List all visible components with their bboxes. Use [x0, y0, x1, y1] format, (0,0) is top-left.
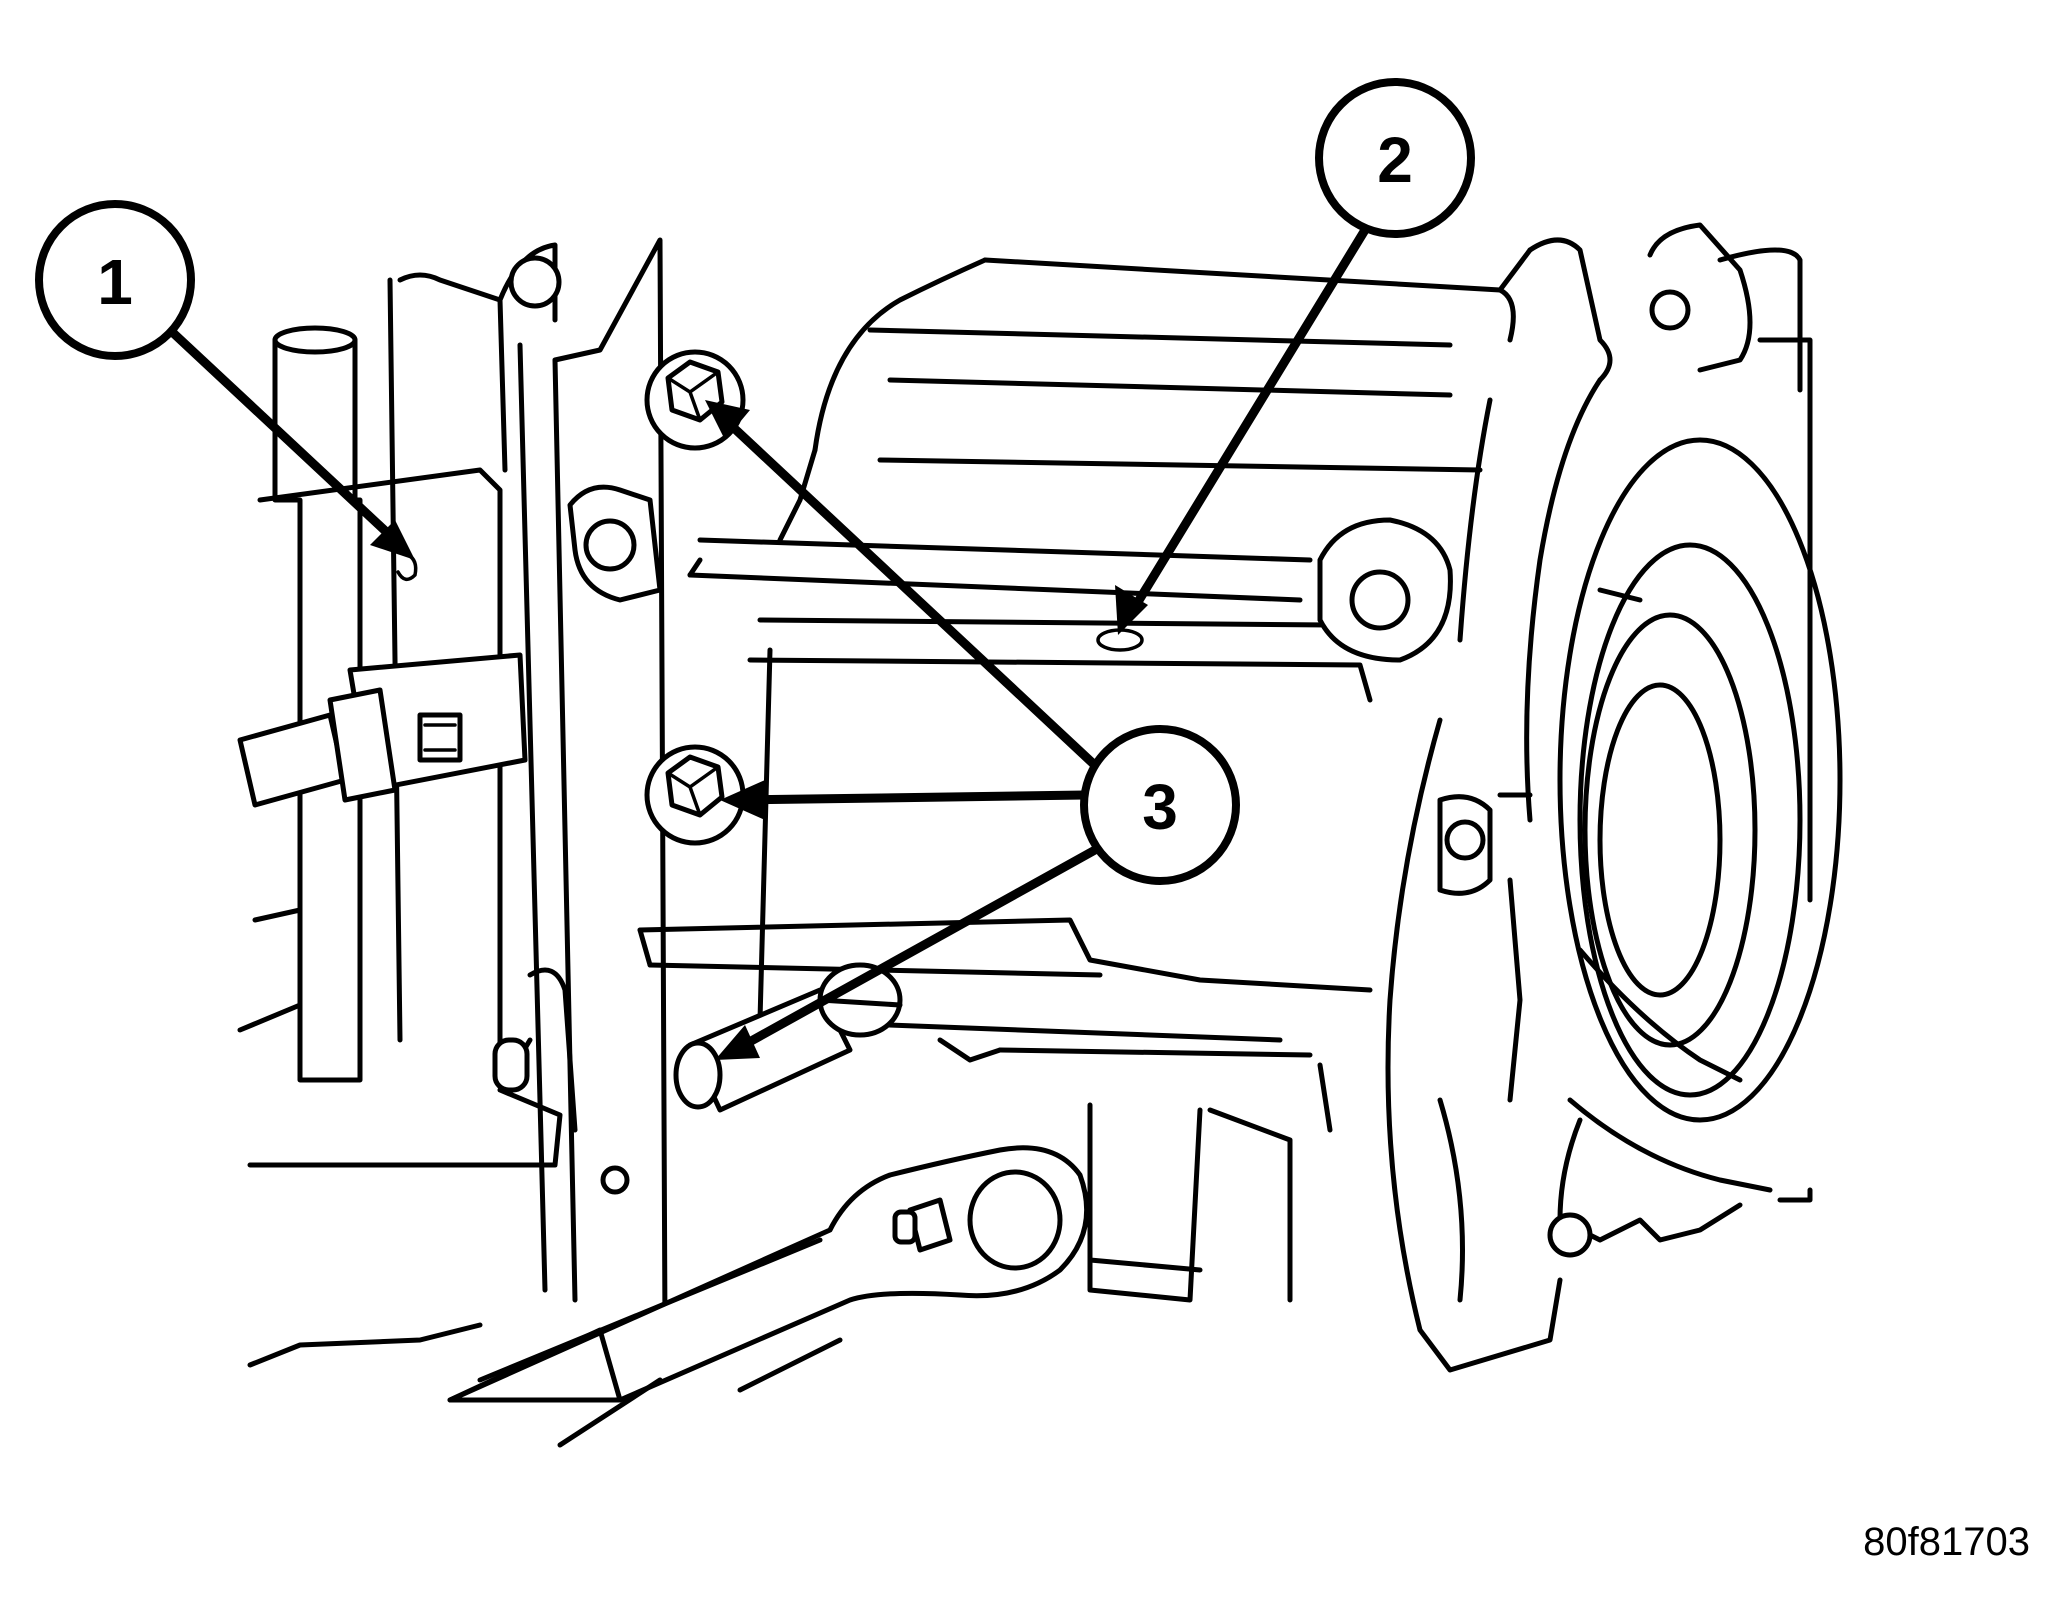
callout-1-leader [165, 325, 415, 560]
transmission-flange [497, 237, 746, 1333]
bell-housing-right [1385, 222, 1843, 1373]
callout-2: 2 [1315, 78, 1475, 238]
figure-id: 80f81703 [1863, 1520, 2030, 1564]
ratchet-wrench [447, 1145, 1090, 1448]
middle-bolt [644, 744, 746, 846]
callout-1-label: 1 [97, 246, 133, 318]
callout-2-label: 2 [1377, 124, 1413, 196]
callout-3: 3 [1080, 725, 1240, 885]
callout-3-label: 3 [1142, 771, 1178, 843]
transmission-case [637, 257, 1516, 1303]
callout-1: 1 [35, 200, 195, 360]
callout-3-leaders [705, 400, 1105, 1060]
engine-block-left [237, 272, 578, 1368]
callout-2-leader [1115, 225, 1370, 635]
